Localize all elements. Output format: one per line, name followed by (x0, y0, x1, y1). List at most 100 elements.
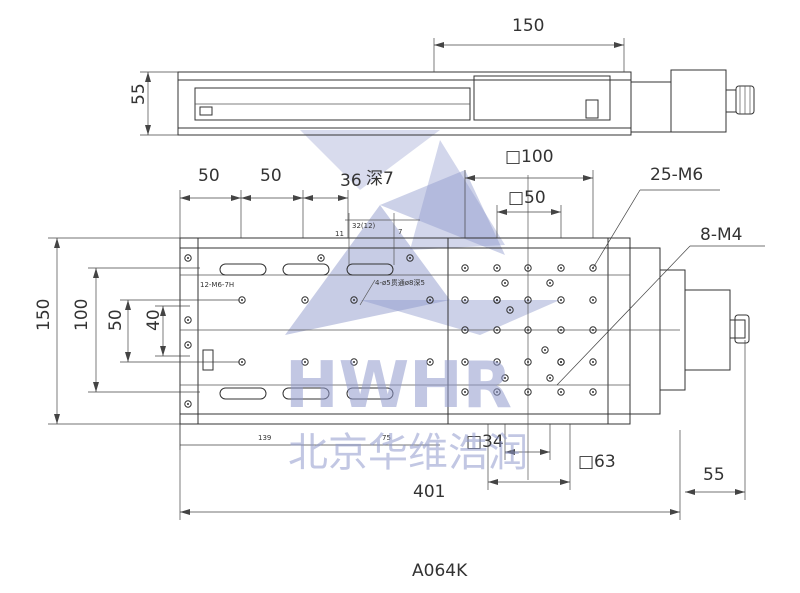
dim-75-label: 75 (382, 434, 391, 442)
hole-center (496, 299, 498, 301)
hole-center (429, 361, 431, 363)
dim-h100-label: 100 (72, 299, 92, 331)
dim-h150-label: 150 (34, 299, 54, 331)
hole (524, 264, 532, 272)
dimension-401: 401 (179, 424, 681, 520)
dim-sq63-label: □63 (578, 452, 616, 472)
hole (184, 341, 192, 349)
hole (557, 264, 565, 272)
hole (557, 358, 565, 366)
hole-center (464, 391, 466, 393)
hole (493, 296, 501, 304)
hole (589, 388, 597, 396)
watermark-brand: HWHR (285, 349, 512, 423)
hole (589, 326, 597, 334)
hole-center (353, 361, 355, 363)
hole (406, 254, 414, 262)
hole-center (241, 361, 243, 363)
watermark-company: 北京华维浩润 (288, 430, 528, 476)
leader-m6: 25-M6 (592, 165, 720, 269)
hole-center (560, 267, 562, 269)
dim-7-label: 7 (398, 228, 402, 236)
hole-center (241, 299, 243, 301)
hole (524, 388, 532, 396)
hole (461, 358, 469, 366)
hole (184, 254, 192, 262)
hole-center (527, 267, 529, 269)
hole (317, 254, 325, 262)
dim-401-label: 401 (413, 482, 445, 502)
hole (589, 264, 597, 272)
hole (426, 296, 434, 304)
dim-139-label: 139 (258, 434, 271, 442)
hole (557, 326, 565, 334)
hole-center (187, 403, 189, 405)
dim-depth-label: 深7 (366, 169, 394, 189)
hole (524, 358, 532, 366)
dimension-left-40: 40 (144, 305, 190, 357)
note-m6-label: 12-M6-7H (200, 281, 234, 289)
top-view (177, 69, 755, 136)
hole-center (509, 309, 511, 311)
hole-center (187, 257, 189, 259)
hole-center (527, 329, 529, 331)
hole-center (549, 377, 551, 379)
hole-center (549, 282, 551, 284)
slots (202, 263, 394, 400)
hole-center (320, 257, 322, 259)
hole (589, 358, 597, 366)
model-label: A064K (412, 561, 468, 581)
hole (493, 358, 501, 366)
dim-m4-label: 8-M4 (700, 225, 742, 245)
hole (524, 326, 532, 334)
dim-50a-label: 50 (198, 166, 220, 186)
hole-center (464, 361, 466, 363)
dimension-top-150: 150 (433, 16, 625, 72)
hole (501, 279, 509, 287)
hole-center (464, 299, 466, 301)
hole-center (496, 361, 498, 363)
dim-sq50-label: □50 (508, 188, 546, 208)
hole-center (496, 391, 498, 393)
note-holes-label: 4-ø5贯通ø8深5 (375, 278, 425, 287)
dimension-left-50: 50 (106, 299, 240, 363)
hole-center (504, 377, 506, 379)
dim-11-label: 11 (335, 230, 344, 238)
dim-sq100-label: □100 (505, 147, 554, 167)
hole-center (304, 299, 306, 301)
hole-center (560, 361, 562, 363)
leader-m4: 8-M4 (556, 225, 765, 386)
dim-sq34-label: □34 (466, 432, 504, 452)
dimension-right-55: 55 (685, 340, 746, 500)
hole-center (464, 329, 466, 331)
hole-center (592, 299, 594, 301)
dim-50b-label: 50 (260, 166, 282, 186)
hole (546, 279, 554, 287)
watermark-logo (285, 130, 560, 335)
dim-36-label: 36 (340, 171, 362, 191)
hole (589, 296, 597, 304)
hole (184, 400, 192, 408)
hole (301, 358, 309, 366)
hole (461, 388, 469, 396)
hole-center (527, 391, 529, 393)
hole (184, 316, 192, 324)
hole (493, 326, 501, 334)
hole-center (187, 344, 189, 346)
hole (493, 264, 501, 272)
hole-center (592, 391, 594, 393)
dimension-sq34: □34 (466, 424, 551, 460)
dimension-sq50: □50 (496, 188, 562, 238)
dim-right55-label: 55 (703, 465, 725, 485)
dimension-sq100: □100 (464, 147, 594, 238)
hole-center (304, 361, 306, 363)
hole (461, 264, 469, 272)
hole-center (527, 299, 529, 301)
hole-center (496, 329, 498, 331)
hole-center (353, 299, 355, 301)
hole (524, 296, 532, 304)
hole (350, 358, 358, 366)
hole-center (409, 257, 411, 259)
hole (501, 374, 509, 382)
